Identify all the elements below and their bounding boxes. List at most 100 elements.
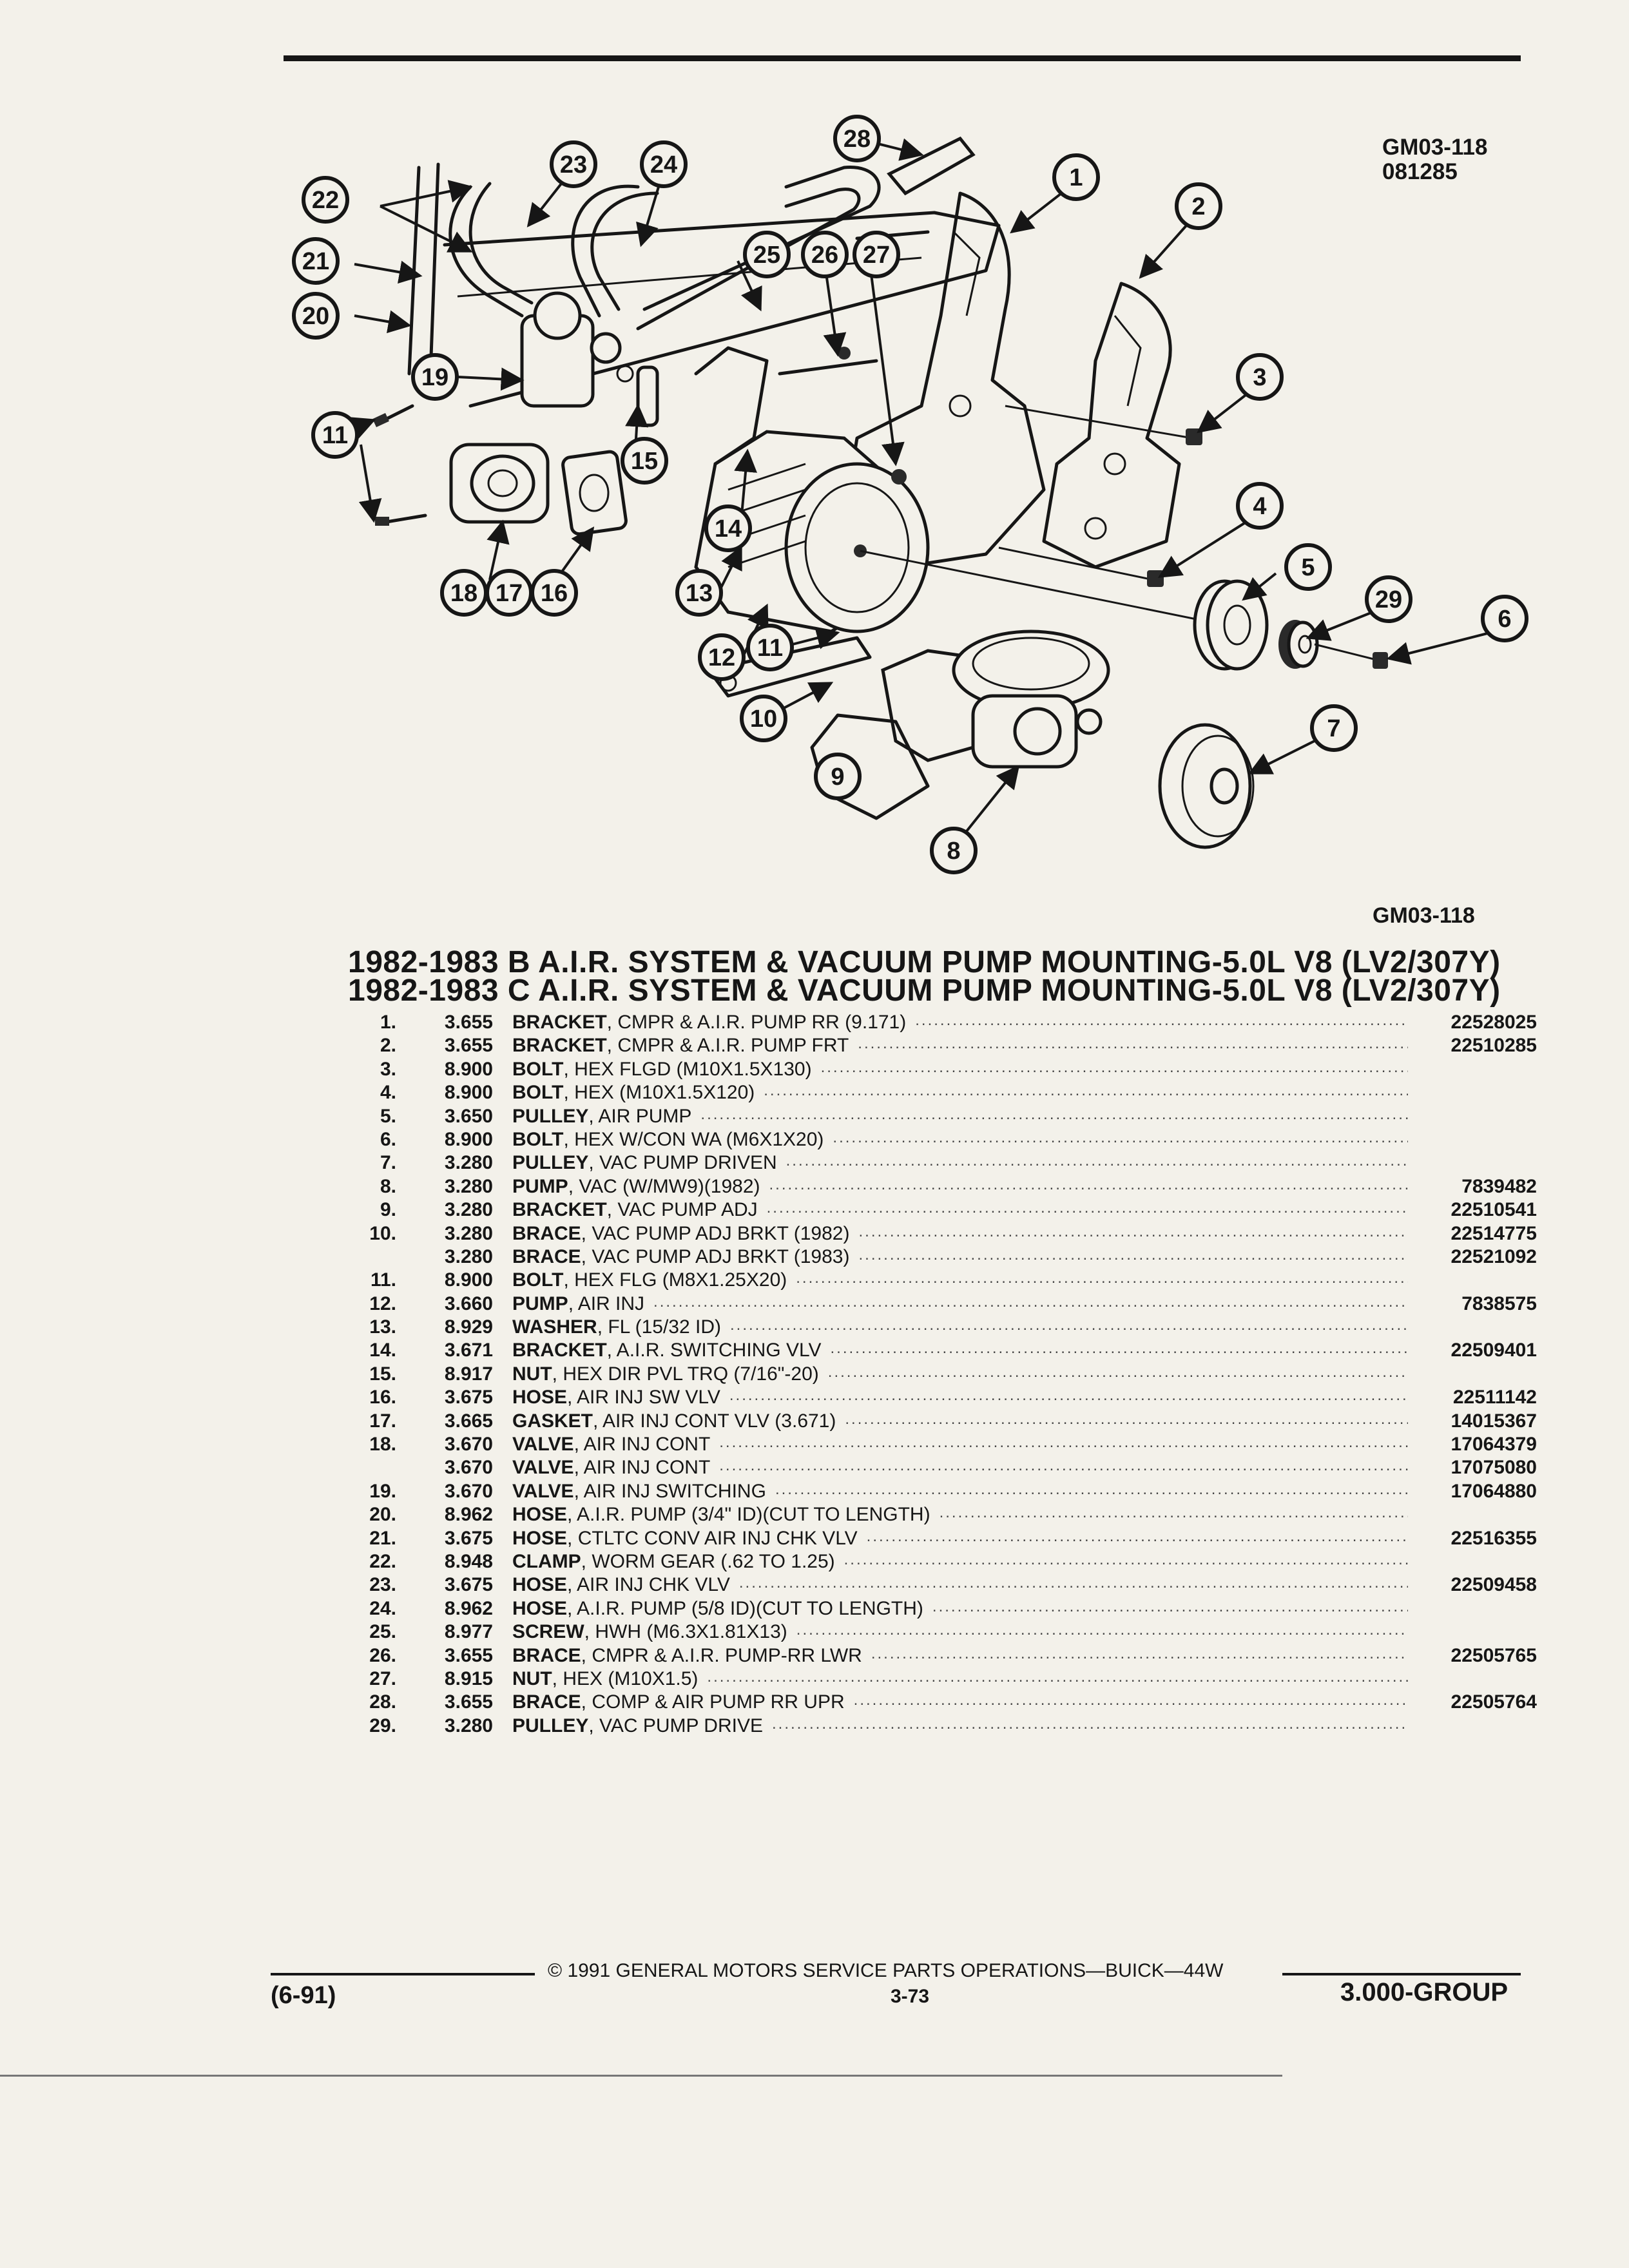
svg-text:14: 14 — [715, 515, 742, 543]
part-description-text: WASHER, FL (15/32 ID) — [512, 1316, 730, 1338]
svg-text:17: 17 — [496, 580, 523, 607]
svg-text:25: 25 — [753, 242, 780, 269]
part-description: PUMP, AIR INJ — [512, 1293, 1408, 1315]
part-description-text: VALVE, AIR INJ CONT — [512, 1434, 719, 1456]
item-number: 11. — [370, 1269, 396, 1291]
callout-3: 3 — [1236, 353, 1284, 401]
part-description-text: BRACKET, A.I.R. SWITCHING VLV — [512, 1340, 831, 1361]
part-description: WASHER, FL (15/32 ID) — [512, 1316, 1408, 1338]
callout-10: 10 — [740, 695, 787, 742]
page-number: 3-73 — [891, 1986, 930, 2007]
group-number: 3.670 — [444, 1434, 493, 1456]
part-number: 22511142 — [1452, 1387, 1537, 1408]
part-detail: , A.I.R. SWITCHING VLV — [606, 1340, 822, 1361]
part-description: GASKET, AIR INJ CONT VLV (3.671) — [512, 1410, 1408, 1432]
part-detail: , VAC PUMP DRIVE — [588, 1715, 763, 1736]
part-name: BRACKET — [512, 1035, 607, 1057]
item-number: 25. — [369, 1621, 396, 1643]
bolt-6-head — [1373, 652, 1388, 669]
bolt-4-head — [1147, 570, 1164, 587]
svg-text:4: 4 — [1253, 493, 1266, 520]
dot-leader — [730, 1316, 1408, 1338]
group-number: 3.280 — [444, 1199, 493, 1221]
item-number: 16. — [369, 1387, 396, 1408]
part-description: HOSE, CTLTC CONV AIR INJ CHK VLV — [512, 1528, 1408, 1550]
callout-29: 29 — [1365, 575, 1412, 623]
svg-text:5: 5 — [1301, 554, 1315, 581]
part-description: PULLEY, VAC PUMP DRIVEN — [512, 1152, 1408, 1174]
part-description: BRACKET, CMPR & A.I.R. PUMP RR (9.171) — [512, 1012, 1408, 1033]
callout-12: 12 — [698, 633, 746, 681]
callout-27: 27 — [853, 231, 900, 278]
item-number: 28. — [369, 1691, 396, 1713]
part-name: BOLT — [512, 1058, 564, 1080]
section-title-b: 1982-1983 B A.I.R. SYSTEM & VACUUM PUMP … — [348, 945, 1501, 979]
svg-text:18: 18 — [450, 580, 477, 607]
dot-leader — [831, 1340, 1409, 1361]
vacuum-pump — [881, 629, 1110, 769]
part-description-text: BRACE, COMP & AIR PUMP RR UPR — [512, 1691, 854, 1713]
part-name: BOLT — [512, 1128, 564, 1150]
group-number: 8.900 — [444, 1269, 493, 1291]
part-name: HOSE — [512, 1387, 568, 1408]
part-description: BRACE, VAC PUMP ADJ BRKT (1982) — [512, 1223, 1408, 1245]
part-number: 22510285 — [1451, 1035, 1537, 1057]
callout-1: 1 — [1052, 153, 1100, 201]
group-number: 8.929 — [444, 1316, 493, 1338]
callout-19: 19 — [411, 353, 459, 401]
dot-leader — [653, 1293, 1408, 1315]
item-number: 18. — [369, 1434, 396, 1456]
dot-leader — [858, 1223, 1408, 1245]
group-number: 3.655 — [444, 1035, 493, 1057]
part-number: 22505765 — [1451, 1644, 1537, 1666]
part-number: 17064379 — [1451, 1434, 1537, 1456]
group-number: 8.900 — [444, 1128, 493, 1150]
part-description-text: HOSE, A.I.R. PUMP (3/4" ID)(CUT TO LENGT… — [512, 1504, 940, 1526]
item-number: 15. — [369, 1363, 396, 1385]
item-number: 19. — [369, 1480, 396, 1502]
group-number: 8.962 — [444, 1597, 493, 1619]
dot-leader — [729, 1387, 1408, 1408]
svg-text:16: 16 — [541, 580, 568, 607]
part-description-text: HOSE, AIR INJ CHK VLV — [512, 1574, 739, 1596]
item-number: 3. — [380, 1058, 396, 1080]
copyright-notice: © 1991 GENERAL MOTORS SERVICE PARTS OPER… — [548, 1960, 1224, 1981]
air-pump-pulley — [1193, 579, 1269, 671]
figure-id-line-2: 081285 — [1382, 159, 1458, 184]
part-name: WASHER — [512, 1316, 597, 1338]
part-number: 17075080 — [1451, 1457, 1537, 1479]
revision-date: (6-91) — [271, 1982, 336, 2009]
part-description-text: BRACE, VAC PUMP ADJ BRKT (1982) — [512, 1223, 858, 1245]
dot-leader — [739, 1574, 1408, 1596]
part-number: 22516355 — [1451, 1527, 1537, 1549]
dot-leader — [867, 1528, 1408, 1550]
part-detail: , AIR INJ CHK VLV — [567, 1574, 730, 1596]
dot-leader — [871, 1645, 1408, 1667]
part-detail: , COMP & AIR PUMP RR UPR — [581, 1691, 845, 1713]
callout-11: 11 — [746, 624, 794, 671]
group-number: 8.977 — [444, 1621, 493, 1643]
callout-24: 24 — [640, 140, 688, 188]
part-detail: , VAC PUMP ADJ — [606, 1199, 758, 1221]
part-description-text: SCREW, HWH (M6.3X1.81X13) — [512, 1621, 796, 1643]
part-description-text: HOSE, AIR INJ SW VLV — [512, 1387, 729, 1408]
dot-leader — [796, 1269, 1408, 1291]
dot-leader — [719, 1457, 1408, 1479]
bolt-6-shaft — [1314, 643, 1380, 662]
svg-text:10: 10 — [750, 706, 777, 733]
part-detail: , VAC PUMP DRIVEN — [588, 1152, 777, 1174]
svg-text:11: 11 — [757, 635, 783, 662]
part-detail: , HEX W/CON WA (M6X1X20) — [563, 1128, 824, 1150]
group-number: 3.675 — [444, 1387, 493, 1408]
part-detail: , CMPR & A.I.R. PUMP RR (9.171) — [606, 1012, 907, 1033]
front-bracket — [1042, 282, 1181, 569]
group-number: 3.665 — [444, 1410, 493, 1432]
callout-4: 4 — [1236, 482, 1284, 530]
part-detail: , A.I.R. PUMP (3/4" ID)(CUT TO LENGTH) — [567, 1504, 930, 1526]
